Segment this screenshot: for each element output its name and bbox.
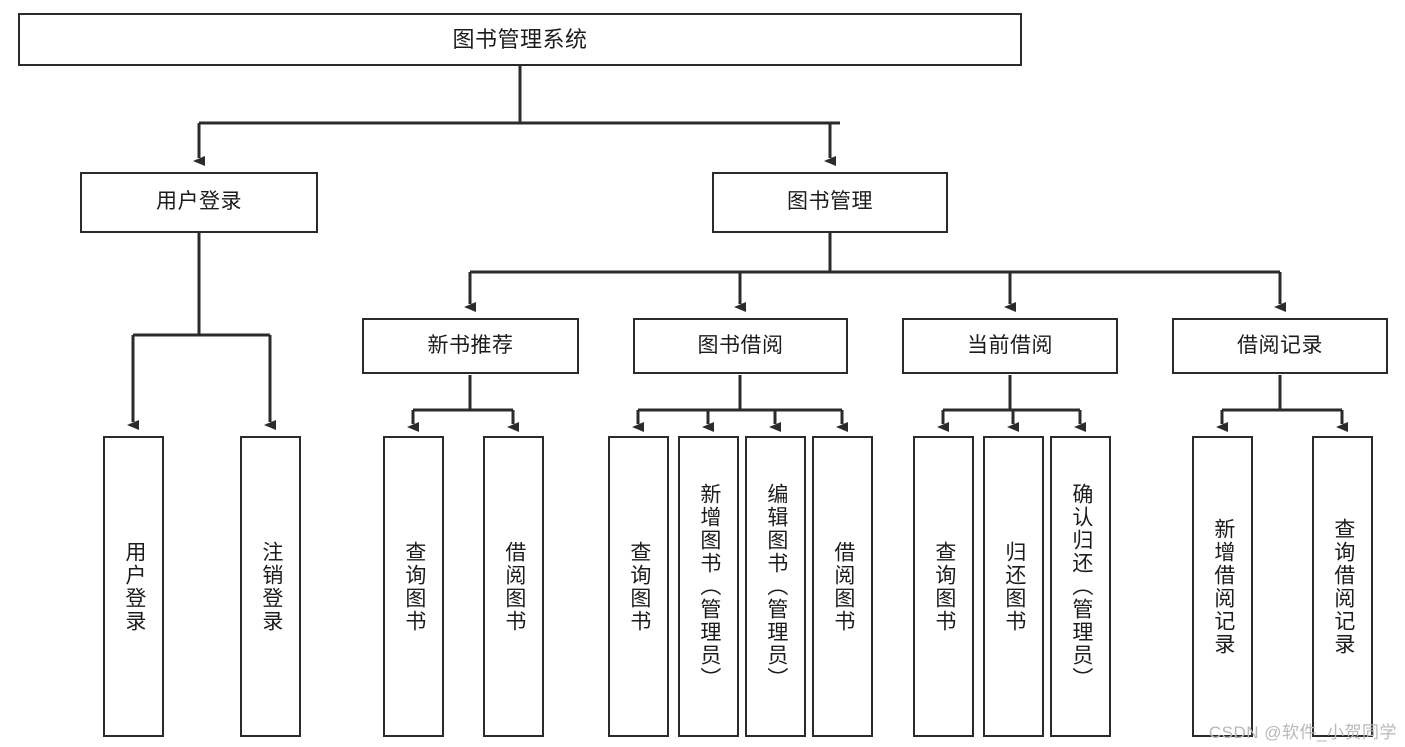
node-current-borrow[interactable]: 当前借阅 [902, 318, 1118, 374]
node-root-book-management-system[interactable]: 图书管理系统 [18, 13, 1022, 66]
node-label: 查询借阅记录 [1331, 517, 1355, 656]
node-label: 查询图书 [627, 540, 651, 633]
leaf-book-borrow-edit-book-admin[interactable]: 编辑图书（管理员） [745, 436, 806, 737]
leaf-user-login-logout[interactable]: 注销登录 [240, 436, 301, 737]
leaf-book-borrow-add-book-admin[interactable]: 新增图书（管理员） [678, 436, 739, 737]
node-label: 借阅图书 [502, 540, 526, 633]
leaf-borrow-record-query-record[interactable]: 查询借阅记录 [1312, 436, 1373, 737]
node-label: 编辑图书（管理员） [764, 483, 788, 690]
node-label: 查询图书 [402, 540, 426, 633]
node-label: 确认归还（管理员） [1069, 483, 1093, 690]
node-label: 新增借阅记录 [1211, 517, 1235, 656]
leaf-user-login-do-login[interactable]: 用户登录 [103, 436, 164, 737]
node-book-management[interactable]: 图书管理 [712, 172, 948, 233]
node-new-book-recommend[interactable]: 新书推荐 [362, 318, 579, 374]
node-label: 注销登录 [259, 540, 283, 633]
leaf-new-book-borrow-book[interactable]: 借阅图书 [483, 436, 544, 737]
node-label: 图书借阅 [697, 333, 784, 357]
node-label: 图书管理系统 [452, 26, 588, 52]
node-label: 用户登录 [122, 540, 146, 633]
node-label: 归还图书 [1002, 540, 1026, 633]
node-label: 借阅记录 [1237, 333, 1323, 357]
leaf-current-borrow-confirm-return-admin[interactable]: 确认归还（管理员） [1050, 436, 1111, 737]
node-label: 新书推荐 [427, 333, 514, 357]
node-book-borrow[interactable]: 图书借阅 [633, 318, 848, 374]
leaf-book-borrow-borrow-book[interactable]: 借阅图书 [812, 436, 873, 737]
leaf-current-borrow-return-book[interactable]: 归还图书 [983, 436, 1044, 737]
node-label: 新增图书（管理员） [697, 483, 721, 690]
node-label: 借阅图书 [831, 540, 855, 633]
node-label: 图书管理 [787, 190, 873, 214]
leaf-current-borrow-query-book[interactable]: 查询图书 [913, 436, 974, 737]
node-label: 用户登录 [156, 190, 242, 214]
node-label: 查询图书 [932, 540, 956, 633]
node-user-login[interactable]: 用户登录 [80, 172, 318, 233]
node-borrow-record[interactable]: 借阅记录 [1172, 318, 1388, 374]
leaf-borrow-record-add-record[interactable]: 新增借阅记录 [1192, 436, 1253, 737]
node-label: 当前借阅 [967, 333, 1053, 357]
leaf-new-book-query-book[interactable]: 查询图书 [383, 436, 444, 737]
leaf-book-borrow-query-book[interactable]: 查询图书 [608, 436, 669, 737]
